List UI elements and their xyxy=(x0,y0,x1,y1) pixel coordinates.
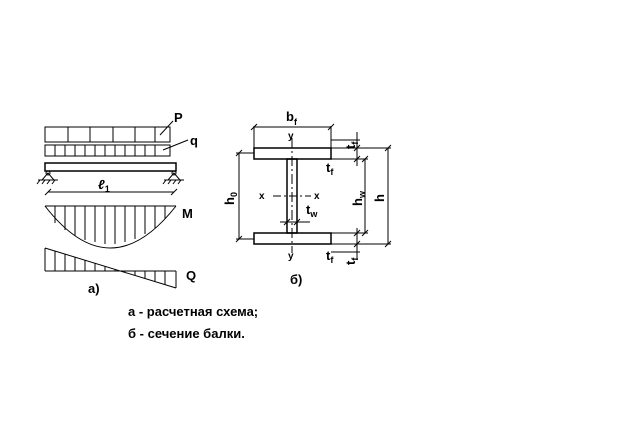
design-scheme xyxy=(36,120,189,289)
load-q-block xyxy=(44,144,171,157)
h-dimension xyxy=(384,144,392,248)
shear-label: Q xyxy=(186,268,196,283)
axis-y-bottom-label: y xyxy=(288,251,294,262)
hw-label: hw xyxy=(350,190,367,206)
hw-main: h xyxy=(350,198,365,206)
tf-bottom-main: t xyxy=(343,260,358,265)
span-label: ℓ1 xyxy=(98,177,110,194)
tf-bottom-sub: f xyxy=(350,257,360,261)
tf-outer-bottom-label: tf xyxy=(326,248,334,265)
h0-sub: 0 xyxy=(229,192,239,197)
hw-dimension xyxy=(361,155,369,237)
span-dimension xyxy=(44,188,178,196)
tw-dimension xyxy=(280,218,310,226)
tw-sub: w xyxy=(309,209,318,219)
bf-label: bf xyxy=(286,109,298,127)
legend-line-1: а - расчетная схема; xyxy=(128,304,258,319)
hw-sub: w xyxy=(357,190,367,199)
h0-main: h xyxy=(222,197,237,205)
i-beam-section xyxy=(235,123,392,260)
tw-label: tw xyxy=(306,202,318,219)
q-leader xyxy=(162,139,189,151)
span-main: ℓ xyxy=(98,177,105,192)
legend-line-2: б - сечение балки. xyxy=(128,326,245,341)
right-support xyxy=(162,170,184,185)
tf-top-main: t xyxy=(343,144,358,149)
bf-dimension xyxy=(250,123,335,148)
tf-outer-bottom-sub: f xyxy=(330,255,334,265)
scheme-caption: а) xyxy=(88,281,100,296)
load-q-label: q xyxy=(190,133,198,148)
axis-x-right-label: x xyxy=(314,191,320,202)
moment-diagram xyxy=(44,205,177,249)
span-sub: 1 xyxy=(105,184,110,194)
shear-diagram xyxy=(44,247,177,289)
tf-top-sub: f xyxy=(350,141,360,145)
section-caption: б) xyxy=(290,272,302,287)
left-support xyxy=(36,170,58,185)
load-p-block xyxy=(44,126,171,143)
tf-inner-label: tf xyxy=(326,160,334,177)
p-leader xyxy=(159,120,174,136)
tf-inner-main: t xyxy=(326,160,331,175)
axis-x-left-label: x xyxy=(259,191,265,202)
load-p-label: P xyxy=(174,110,183,125)
h0-label: h0 xyxy=(222,192,239,205)
axis-y-top-label: y xyxy=(288,131,294,142)
h-label: h xyxy=(372,194,387,202)
moment-label: M xyxy=(182,206,193,221)
tf-top-label: tf xyxy=(343,141,360,149)
tf-top-dimension xyxy=(353,132,361,166)
beam xyxy=(44,162,177,172)
tw-main: t xyxy=(306,202,311,217)
tf-bottom-label: tf xyxy=(343,257,360,265)
h0-dimension xyxy=(235,149,254,243)
tf-outer-bottom-main: t xyxy=(326,248,331,263)
tf-bottom-dimension xyxy=(353,228,361,260)
tf-inner-sub: f xyxy=(330,167,334,177)
bf-main: b xyxy=(286,109,294,124)
bf-sub: f xyxy=(294,117,298,127)
